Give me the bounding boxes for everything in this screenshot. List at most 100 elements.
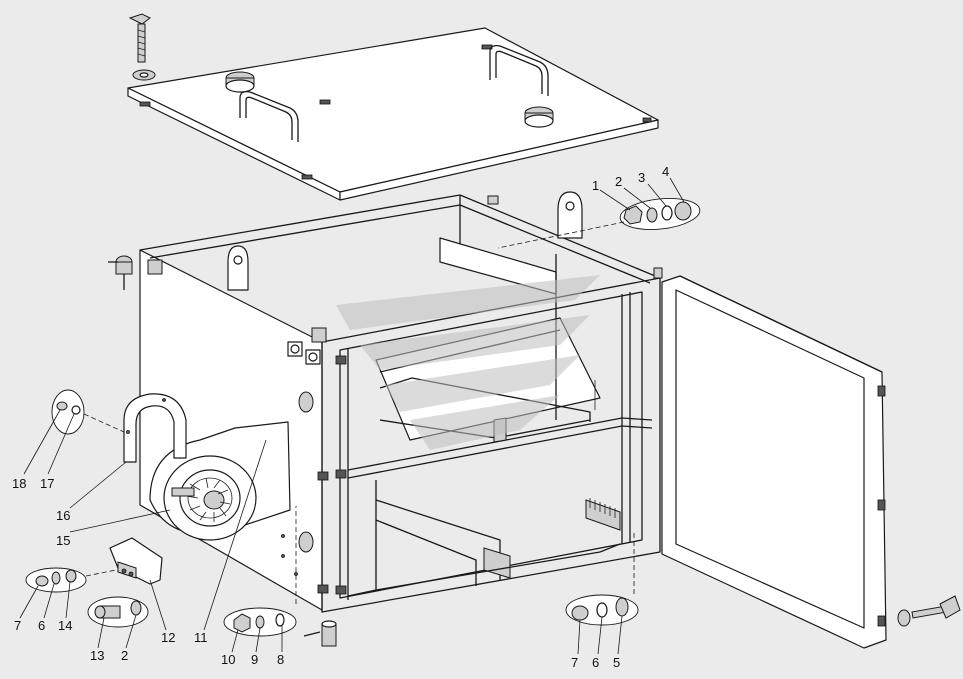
door-latch-2 [877,499,886,511]
fastener-group-1-4 [497,198,701,249]
dash-to-connector [85,569,117,577]
side-grommet-lower [298,531,314,553]
terminal-pins [589,498,616,518]
leader-3 [647,183,667,207]
door-knob-head [939,595,961,619]
part-10-nut [233,613,251,633]
door-knob-washer [897,609,911,627]
leader-5 [617,615,623,655]
side-dot-2 [281,554,285,558]
lid-boss-right-base [524,114,554,128]
lid-hinge-3 [319,99,331,105]
lid-hinge-2 [301,174,313,180]
pin-part [108,255,133,290]
label-12: 12 [161,630,175,645]
bracket-top-front [311,327,327,343]
side-clip-1 [317,471,329,481]
knob-thread [137,29,146,57]
label-13: 13 [90,648,104,663]
fastener-group-10-9-8 [223,607,297,637]
lifting-eye-left-hole [233,255,243,265]
leader-lines [19,177,685,655]
bracket-top-back [487,195,499,205]
lid-handle-left [239,90,299,142]
leader-14 [65,581,71,619]
door-inner-panel [675,289,865,629]
part-7-screw-left [35,575,49,587]
middle-crossbar [347,417,653,471]
middle-crossbar-2 [347,425,653,479]
bracket-top-left [147,259,163,275]
side-grommet-upper [298,391,314,413]
part-4-spacer [674,201,692,221]
lower-runner-a [375,499,501,580]
label-17: 17 [40,476,54,491]
door-knob [897,595,961,627]
label-18: 18 [12,476,26,491]
lower-runner-b [375,519,477,586]
callout-numbers: 1 2 3 4 5 6 7 6 7 8 9 10 11 12 13 2 14 1… [12,164,669,670]
front-hinge-3 [335,585,347,595]
label-5: 5 [613,655,620,670]
part-5-washer [615,597,629,617]
lifting-eye-right-hole [565,201,575,211]
leader-12 [149,579,167,631]
leader-13 [97,617,105,649]
label-1: 1 [592,178,599,193]
terminal-body [585,499,621,531]
side-clip-2 [317,584,329,594]
bracket-16-hole-2 [162,398,166,402]
part-6-washer-left [51,571,61,585]
lid-hinge-1 [139,101,151,107]
door-latch-3 [877,615,886,627]
lid [127,27,659,201]
pin-body [115,261,133,275]
part-6-washer-right [596,602,608,618]
bottom-pin [303,620,337,647]
blower-impeller-inner [187,477,233,519]
lower-runner-block [483,547,511,579]
watermark-bar-3 [385,355,580,412]
part-2-washer-b [130,600,142,616]
label-11: 11 [194,630,208,645]
part-9-washer [255,615,265,629]
label-4: 4 [662,164,669,179]
part-17-washer [71,405,81,415]
fastener-group-7-6-14 [25,567,117,593]
callout-ellipse-17-18 [51,389,85,435]
blower-motor-plug [171,487,195,497]
horseshoe-bracket [123,393,187,463]
door-knob-shank [911,605,946,619]
label-9: 9 [251,652,258,667]
label-8: 8 [277,652,284,667]
front-hinge-2 [335,469,347,479]
part-14-nut [65,569,77,583]
label-2-top: 2 [615,174,622,189]
lower-left-leg [347,480,377,597]
connector-bracket [109,537,163,585]
door-top-edge [679,275,883,373]
leader-9 [255,627,261,653]
label-7-left: 7 [14,618,21,633]
watermark-bar-4 [410,395,560,450]
leader-6a [43,583,55,619]
leader-7b [577,619,581,655]
leader-4 [669,177,685,203]
lid-top-face [127,27,659,193]
label-6-left: 6 [38,618,45,633]
bracket-top-right [653,267,663,279]
lid-handle-right [489,44,549,96]
bottom-rail [375,543,621,591]
lid-hinge-5 [642,117,652,123]
label-6-right: 6 [592,655,599,670]
leader-18 [23,409,61,475]
leader-10 [231,629,239,653]
part-7-screw-right [571,605,589,621]
lid-handle-left-inner [245,96,293,140]
leader-1 [599,189,631,211]
part-18-screw [56,401,68,411]
lid-handle-right-inner [495,50,543,94]
bracket-12-pin-2 [128,571,134,577]
